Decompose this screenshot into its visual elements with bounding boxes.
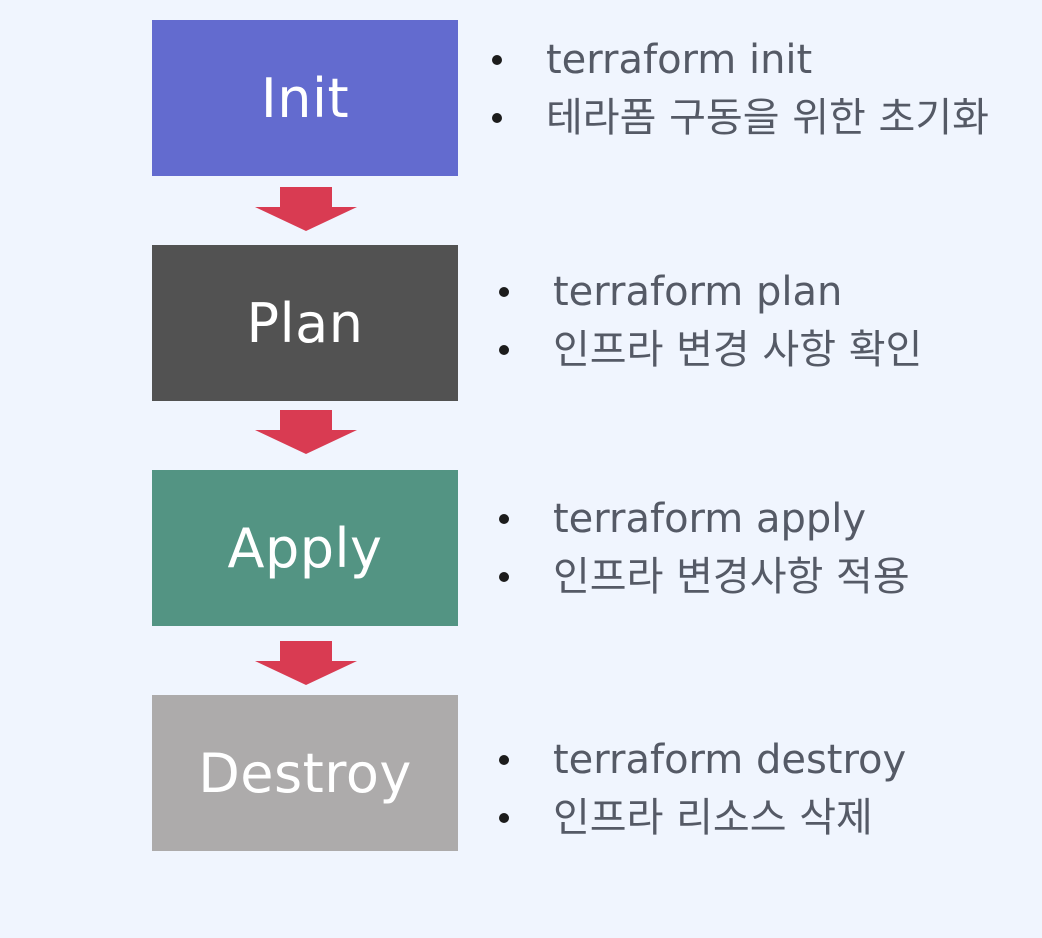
step-apply-label: Apply — [227, 516, 383, 580]
bullet-dot-icon — [492, 55, 502, 65]
bullet-dot-icon — [499, 755, 509, 765]
step-init-box: Init — [152, 20, 458, 176]
step-plan-bullets: terraform plan 인프라 변경 사항 확인 — [499, 263, 922, 379]
step-plan-label: Plan — [246, 291, 364, 355]
bullet-dot-icon — [499, 572, 509, 582]
step-destroy-bullets: terraform destroy 인프라 리소스 삭제 — [499, 731, 906, 847]
arrow-down-icon — [255, 410, 357, 454]
bullet-dot-icon — [499, 514, 509, 524]
bullet-item: terraform apply — [499, 490, 910, 548]
bullet-item: 인프라 리소스 삭제 — [499, 789, 906, 847]
bullet-item: terraform plan — [499, 263, 922, 321]
bullet-dot-icon — [492, 113, 502, 123]
step-destroy-label: Destroy — [198, 741, 412, 805]
step-init-bullets: terraform init 테라폼 구동을 위한 초기화 — [492, 31, 989, 147]
step-plan-box: Plan — [152, 245, 458, 401]
bullet-item: terraform init — [492, 31, 989, 89]
bullet-item: 인프라 변경 사항 확인 — [499, 321, 922, 379]
step-destroy-box: Destroy — [152, 695, 458, 851]
step-apply-box: Apply — [152, 470, 458, 626]
arrow-down-icon — [255, 641, 357, 685]
bullet-dot-icon — [499, 287, 509, 297]
bullet-item: 인프라 변경사항 적용 — [499, 548, 910, 606]
step-apply-bullets: terraform apply 인프라 변경사항 적용 — [499, 490, 910, 606]
step-init-label: Init — [260, 66, 350, 130]
bullet-dot-icon — [499, 345, 509, 355]
bullet-dot-icon — [499, 813, 509, 823]
bullet-item: 테라폼 구동을 위한 초기화 — [492, 89, 989, 147]
arrow-down-icon — [255, 187, 357, 231]
bullet-item: terraform destroy — [499, 731, 906, 789]
